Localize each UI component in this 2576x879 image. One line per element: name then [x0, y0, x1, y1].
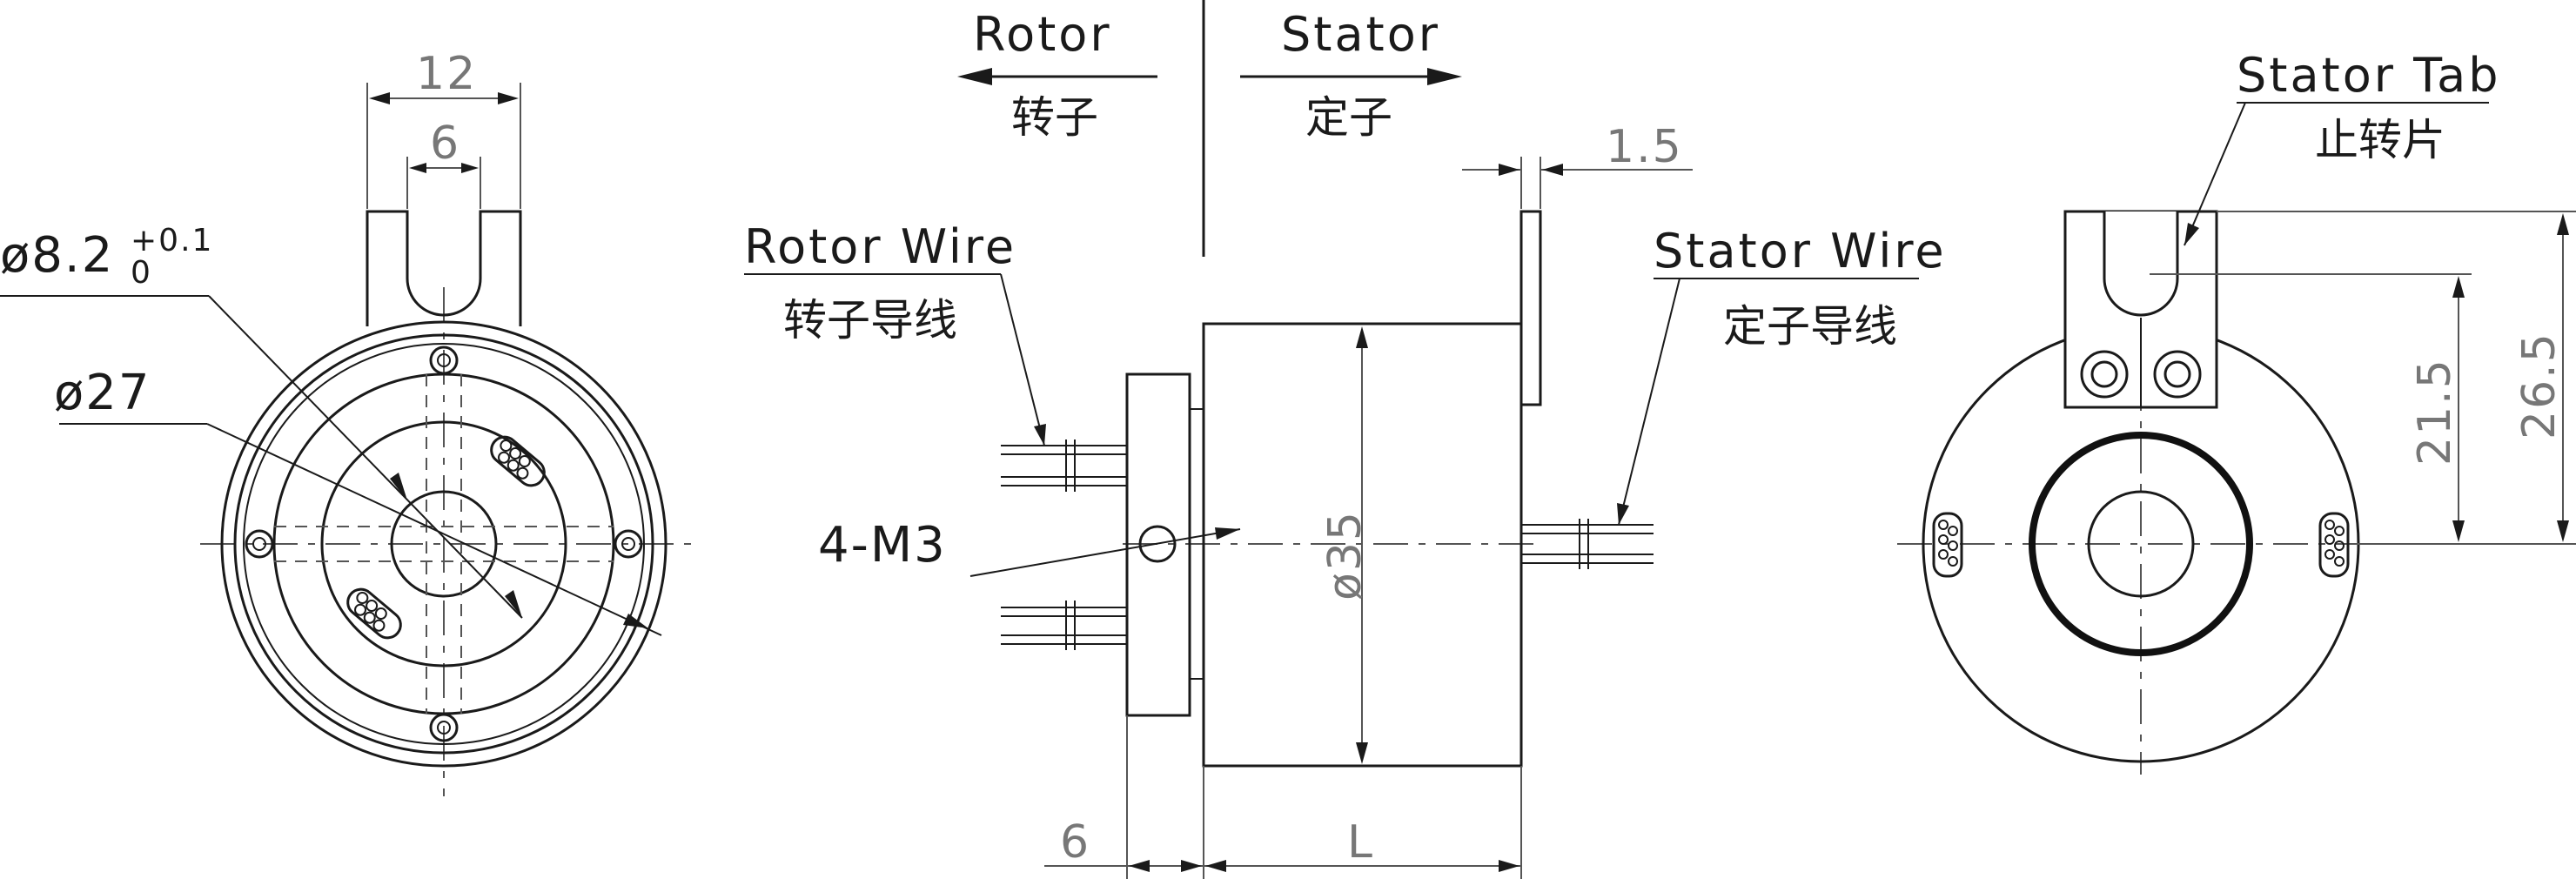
direction-header: Rotor 转子 Stator 定子	[957, 0, 1462, 257]
dim265-arrow-bottom	[2557, 520, 2569, 542]
stator-tab-plate	[1519, 210, 1542, 406]
rotor-wire-leader	[1000, 273, 1045, 446]
dim12-arrow-left	[369, 92, 390, 104]
dim-length: L	[1347, 816, 1374, 869]
dim265-arrow-top	[2557, 213, 2569, 235]
dim6-arrow-right	[461, 163, 479, 173]
front-outer-ring-inner	[233, 333, 654, 755]
stator-tab-label: Stator Tab	[2237, 48, 2501, 103]
stator-wire-cn: 定子导线	[1723, 301, 1897, 352]
dim-tab-height: 26.5	[2513, 332, 2566, 440]
dim15-arrow-right	[1542, 164, 1563, 176]
screw-leader-arrow	[1215, 527, 1240, 540]
side-screw	[1138, 525, 1177, 563]
dim-flange-arrow-left	[1129, 860, 1150, 872]
dim-flange-arrow-right	[1181, 860, 1202, 872]
stator-arrow-head	[1427, 68, 1462, 85]
dim-diameter: ø27	[54, 365, 151, 421]
stator-wire-arrow	[1617, 503, 1629, 525]
dim-bore-tol-upper: +0.1	[131, 223, 213, 258]
dim215-arrow-bottom	[2452, 520, 2465, 542]
rear-tab-slot	[2103, 211, 2179, 317]
stator-body	[1202, 322, 1523, 768]
screw-label: 4-M3	[818, 517, 947, 574]
dim-length-arrow-right	[1499, 860, 1519, 872]
rotor-wire-label: Rotor Wire	[744, 219, 1016, 274]
stator-wire-label: Stator Wire	[1654, 224, 1947, 278]
dim12-arrow-right	[498, 92, 519, 104]
rear-bearing-ring	[2029, 432, 2253, 656]
bore-leader-arrow-1	[390, 473, 407, 500]
stator-tab-arrow	[2184, 223, 2199, 245]
front-screw-bottom	[429, 713, 459, 742]
rear-tab-screw-left	[2080, 350, 2129, 399]
stator-label: Stator	[1281, 7, 1440, 62]
dim-body-diameter: ø35	[1319, 510, 1372, 601]
d27-leader-line	[206, 423, 662, 636]
front-screw-top	[429, 346, 459, 375]
screw-leader	[969, 528, 1241, 577]
stator-cn-label: 定子	[1305, 92, 1392, 143]
rear-bore	[2087, 490, 2195, 598]
dim-width-outer: 12	[416, 48, 477, 100]
dim-width-inner: 6	[430, 117, 460, 170]
front-bore	[390, 490, 498, 598]
dim-bore-tol-lower: 0	[131, 255, 152, 291]
dim-length-arrow-left	[1205, 860, 1226, 872]
front-screw-right	[614, 529, 643, 559]
stator-wires	[1521, 519, 1654, 569]
rotor-wire-arrow	[1034, 424, 1046, 446]
rotor-wire-cn: 转子导线	[783, 295, 957, 346]
rotor-label: Rotor	[973, 7, 1112, 62]
rotor-cn-label: 转子	[1011, 92, 1098, 143]
rotor-arrow-head	[957, 68, 992, 85]
rear-view: Stator Tab 止转片 21.5 26.5	[1897, 48, 2576, 775]
bore-leader-arrow-2	[505, 590, 522, 618]
front-stator-tab	[366, 210, 522, 326]
dim215-arrow-top	[2452, 276, 2465, 298]
stator-tab-leader	[2184, 102, 2246, 246]
d35-arrow-bottom	[1356, 742, 1368, 764]
front-outer-ring	[220, 320, 667, 768]
dim15-arrow-left	[1499, 164, 1519, 176]
rear-wire-exit-right	[2318, 512, 2350, 578]
dim-slot-height: 21.5	[2409, 358, 2461, 466]
front-flange-edge	[243, 343, 645, 745]
stator-wire-leader	[1618, 278, 1680, 526]
front-wire-exit-upper	[490, 435, 546, 487]
dim-tab-thickness: 1.5	[1606, 121, 1683, 173]
rotor-wires	[1001, 440, 1127, 650]
front-inner-ring	[320, 420, 567, 668]
rotor-flange	[1125, 372, 1191, 717]
side-view: Rotor Wire 转子导线 Stator Wire 定子导线 4-M3 1.…	[744, 121, 1947, 879]
dim-bore: ø8.2	[0, 227, 114, 284]
d27-leader-arrow	[623, 614, 648, 628]
front-screw-left	[245, 529, 274, 559]
rear-wire-exit-left	[1932, 512, 1963, 578]
stator-tab-cn: 止转片	[2315, 115, 2445, 165]
bore-leader-line	[208, 295, 523, 619]
dim6-arrow-left	[409, 163, 426, 173]
front-wire-exit-lower	[346, 587, 402, 640]
front-view: 12 6 ø8.2 +0.1 0 ø27	[0, 48, 692, 796]
rear-tab-screw-right	[2153, 350, 2202, 399]
dim-flange: 6	[1060, 816, 1090, 869]
d35-arrow-top	[1356, 326, 1368, 348]
